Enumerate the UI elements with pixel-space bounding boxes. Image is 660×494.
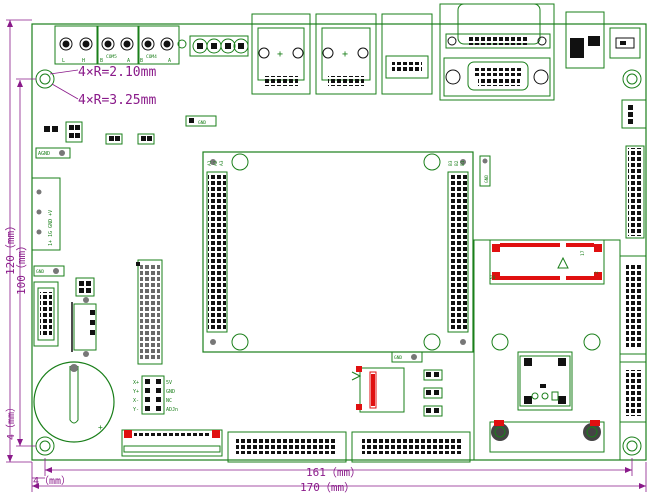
- mounting-hole-bottom-left: [35, 436, 55, 456]
- box-header-1: [227, 431, 347, 463]
- label-B4: B: [140, 58, 143, 64]
- dimension-170: 170（mm）: [300, 481, 355, 494]
- label-sim-2: 2: [594, 271, 600, 274]
- dimension-120: 120（mm）: [4, 220, 17, 275]
- header-right-2: [619, 255, 647, 355]
- dimension-161: 161（mm）: [306, 466, 361, 479]
- db9-connector: [439, 3, 555, 101]
- minipcie-module: 17 2 20: [473, 239, 621, 461]
- box-header-2: [351, 431, 471, 463]
- label-power-pins: 1+ 1G GND +V: [48, 210, 54, 246]
- label-sim-17: 17: [580, 250, 586, 256]
- touch-connector: X+ Y+ X- Y- 5V GND NC ADJn: [133, 375, 178, 415]
- label-agnd: AGND: [38, 151, 50, 157]
- dimension-arrows: [7, 20, 646, 489]
- terminal-block-com5: B COM5 A: [97, 25, 139, 65]
- dc-power-jack: [565, 11, 605, 69]
- label-yplus: Y+: [133, 389, 139, 395]
- label-A4: A: [168, 58, 171, 64]
- gnd-test-pad-right: GND: [479, 155, 491, 187]
- rtc-header: [71, 297, 97, 357]
- label-com4: COM4: [146, 54, 157, 60]
- jumper-pads-a: [105, 133, 155, 145]
- power-terminal-left: 1+ 1G GND +V: [31, 177, 61, 251]
- mounting-hole-top-right: [622, 69, 642, 89]
- gnd-test-pad-bottom: GND: [391, 351, 423, 363]
- led-pads: [423, 369, 443, 417]
- header-right-3: [619, 361, 647, 423]
- dimension-100: 100（mm）: [15, 240, 28, 295]
- label-A5: A: [127, 58, 130, 64]
- ethernet-jack-1: +: [251, 13, 311, 95]
- label-A3: A3: [219, 160, 225, 166]
- label-B2: B2: [454, 160, 460, 166]
- label-A1: A1: [207, 160, 213, 166]
- relay-group: [189, 35, 249, 57]
- label-xminus: X-: [133, 398, 139, 404]
- fan-header: [621, 99, 647, 129]
- label-gnd-right: GND: [484, 175, 490, 183]
- label-com5: COM5: [106, 54, 117, 60]
- ethernet-jack-2: +: [315, 13, 377, 95]
- dimension-4-left: 4（mm）: [5, 402, 17, 440]
- jumper-pads-b: [75, 277, 95, 297]
- dimension-lines: [6, 19, 647, 492]
- label-B1: B1: [460, 160, 466, 166]
- label-H: H: [82, 58, 85, 64]
- label-nc: NC: [166, 398, 172, 404]
- gnd-test-pad-top: GND: [185, 115, 217, 127]
- hole-large-annotation: 4×R=3.25mm: [78, 93, 156, 108]
- hole-small-annotation: 4×R=2.10mm: [78, 65, 156, 80]
- label-sim-20: 20: [490, 275, 496, 281]
- gpio-header-left: [136, 259, 163, 365]
- label-gnd-touch: GND: [166, 389, 175, 395]
- agnd-jumpers: AGND: [35, 121, 83, 159]
- label-yminus: Y-: [133, 407, 139, 413]
- header-right-1: [625, 145, 645, 239]
- coin-cell-battery: +: [33, 361, 115, 443]
- terminal-block-com4: B COM4 A: [138, 25, 180, 65]
- dimension-4-bottom: 4（mm）: [33, 475, 71, 487]
- svg-text:+: +: [277, 49, 283, 60]
- label-B3: B3: [448, 160, 454, 166]
- lcd-fpc-connector: [121, 429, 223, 457]
- svg-text:+: +: [342, 49, 348, 60]
- label-gnd-left: GND: [36, 269, 44, 275]
- mounting-hole-top-left: [35, 69, 55, 89]
- label-gnd-top: GND: [198, 120, 206, 126]
- gnd-header-left: GND: [33, 265, 65, 347]
- label-B5: B: [100, 58, 103, 64]
- power-switch: [609, 27, 641, 59]
- sd-card-slot: [351, 366, 405, 413]
- terminal-block-can: L H: [54, 25, 98, 65]
- label-adjn: ADJn: [166, 407, 178, 413]
- label-gnd-bottom: GND: [394, 355, 402, 361]
- usb-connector: [381, 13, 433, 95]
- label-A2: A2: [213, 160, 219, 166]
- svg-text:+: +: [98, 423, 103, 432]
- label-L: L: [62, 58, 65, 64]
- mounting-hole-bottom-right: [622, 436, 642, 456]
- label-5v: 5V: [166, 380, 172, 386]
- label-xplus: X+: [133, 380, 139, 386]
- cpu-module: A1 A2 A3 B3 B2 B1: [202, 151, 474, 353]
